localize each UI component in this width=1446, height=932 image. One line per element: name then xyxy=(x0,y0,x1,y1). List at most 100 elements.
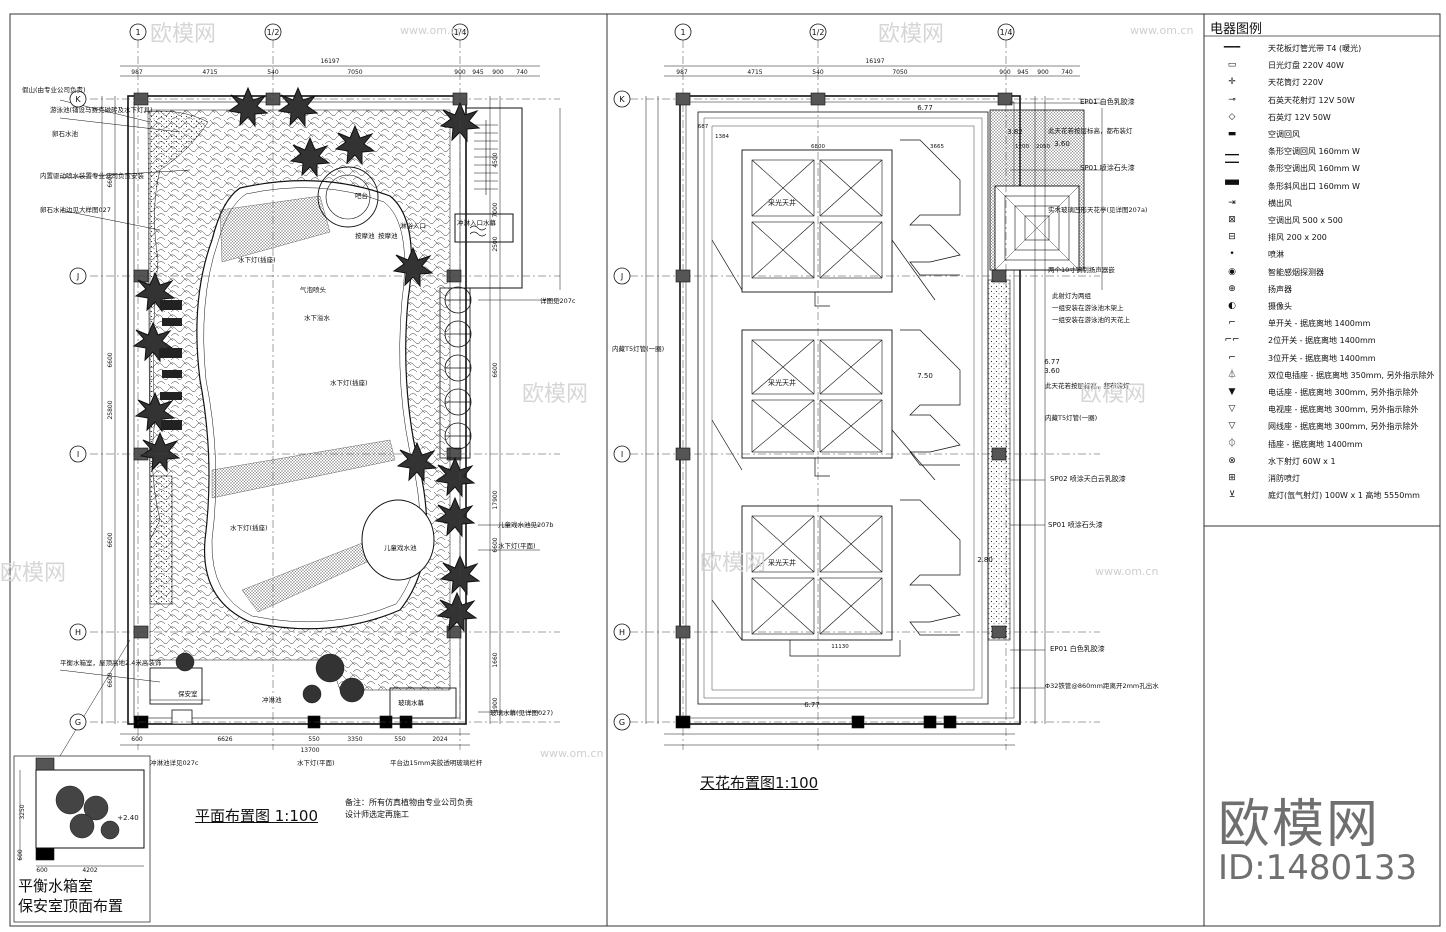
legend-symbol-icon: ⊗ xyxy=(1228,455,1236,466)
legend-item-label: 天花筒灯 220V xyxy=(1268,78,1324,88)
legend-item: ⊕扬声器 xyxy=(1208,283,1442,297)
legend-item-label: 摄像头 xyxy=(1268,302,1292,311)
legend-symbol-icon: ━━━ xyxy=(1223,43,1241,53)
legend-symbol-icon: ◇ xyxy=(1228,111,1236,122)
plan-dim-top-5: 945 xyxy=(472,69,484,76)
ceiling-axis-top-1: 1/2 xyxy=(812,28,825,37)
legend-item: ⌐⌐2位开关 - 据底离地 1400mm xyxy=(1208,334,1442,348)
legend-item: ⌐3位开关 - 据底离地 1400mm xyxy=(1208,352,1442,366)
plan-dim-left-1: 6600 xyxy=(107,352,114,367)
ceiling-note-9: Φ32铁管@860mm距离开2mm孔出水 xyxy=(1045,681,1159,690)
ceiling-dim-top-0: 987 xyxy=(676,69,688,76)
legend-symbol-icon: ⏃ xyxy=(1227,369,1237,380)
ceiling-level-5: 3.60 xyxy=(1044,367,1060,375)
watermark-id: ID:1480133 xyxy=(1218,848,1418,888)
plan-label-12: 水下溢水 xyxy=(304,313,331,322)
legend-symbol-icon: • xyxy=(1229,249,1235,260)
legend-item-label: 庭灯(氙气射灯) 100W x 1 高地 5550mm xyxy=(1268,491,1420,501)
ceiling-axis-left-1: J xyxy=(620,272,623,281)
legend-item-label: 石英天花射灯 12V 50W xyxy=(1268,95,1355,105)
plan-label-0: 假山(由专业公司负责) xyxy=(22,85,86,94)
plan-dim-bottom-1: 6626 xyxy=(217,736,232,743)
watermark-faint-5: 欧模网 xyxy=(1080,382,1147,407)
plan-label-5: 吧台 xyxy=(355,191,368,200)
ceiling-axis-bubbles xyxy=(613,23,1015,731)
legend-item: ⌐单开关 - 据底离地 1400mm xyxy=(1208,317,1442,331)
plan-dim-top-3: 7050 xyxy=(347,69,362,76)
plan-axis-top-2: 1/4 xyxy=(454,28,467,37)
watermark-faint-3: 欧模网 xyxy=(522,382,589,407)
plan-label-10: 水下灯(插座) xyxy=(238,255,276,264)
plan-note-line-1: 备注：所有仿真植物由专业公司负责 xyxy=(345,798,473,807)
legend-symbol-icon: ⇥ xyxy=(1228,197,1236,208)
plan-label-19: 平衡水箱室，屋顶高地2.4米高装饰 xyxy=(60,658,162,667)
plan-label-18: 儿童戏水池 xyxy=(384,543,417,552)
watermark-faint-6: 欧模网 xyxy=(0,561,67,586)
legend-symbol-icon: ▼ xyxy=(1228,387,1236,397)
legend-item-label: 喷淋 xyxy=(1268,250,1284,260)
plan-label-23: 玻璃水幕(见详图027) xyxy=(490,708,553,717)
ceiling-axis-left-4: G xyxy=(619,718,625,727)
plan-dim-bottom-5: 2024 xyxy=(432,736,447,743)
legend-item-label: 电话座 - 据底离地 300mm, 另外指示除外 xyxy=(1268,388,1419,397)
legend-item: • 喷淋 xyxy=(1208,248,1442,262)
plan-dim-right-5: 6600 xyxy=(492,537,499,552)
plan-dim-left-4: 6600 xyxy=(107,672,114,687)
legend-item: ✛ 天花筒灯 220V xyxy=(1208,76,1442,90)
plan-dim-right-0: 4500 xyxy=(492,152,499,167)
ceiling-level-6: 2.80 xyxy=(977,556,993,564)
plan-label-22: 玻璃水幕 xyxy=(398,698,425,707)
ceiling-inner-dim-1: 1384 xyxy=(715,134,729,140)
ceiling-level-7: 6.77 xyxy=(804,701,820,709)
legend-item: ⏃双位电插座 - 据底离地 350mm, 另外指示除外 xyxy=(1208,369,1442,383)
plan-dim-top-4: 900 xyxy=(454,69,466,76)
plan-dim-right-4: 17900 xyxy=(492,490,499,509)
plan-dim-bottom-2: 550 xyxy=(308,736,320,743)
plan-label-6: 淋浴入口 xyxy=(400,221,426,230)
ceiling-dim-top-1: 4715 xyxy=(747,69,762,76)
inset-frame xyxy=(13,755,151,923)
legend-item-label: 日光灯盘 220V 40W xyxy=(1268,61,1344,71)
ceiling-material-2: SP02 喷涂天白云乳胶漆 xyxy=(1050,474,1126,483)
plan-label-2: 卵石水池 xyxy=(52,129,79,138)
legend-item-label: 横出风 xyxy=(1268,198,1292,208)
legend-symbol-icon: ◉ xyxy=(1228,266,1236,277)
plan-label-8: 冲淋入口水幕 xyxy=(457,218,497,227)
plan-axis-left-3: H xyxy=(75,628,81,637)
ceiling-title: 天花布置图1:100 xyxy=(700,774,819,792)
legend-symbol-icon: ▁▁ xyxy=(1225,146,1239,157)
plan-label-1: 游泳池(铺设马赛克磁砖及水下灯具) xyxy=(50,105,153,114)
ceiling-inner-dim-2: 6800 xyxy=(811,144,825,150)
legend-item: ▭日光灯盘 220V 40W xyxy=(1208,59,1442,73)
inset-dim-0: 3250 xyxy=(19,804,26,819)
plan-axis-bubbles xyxy=(69,23,469,731)
legend-item: ⊻庭灯(氙气射灯) 100W x 1 高地 5550mm xyxy=(1208,489,1442,503)
legend-item: ⇥ 横出风 xyxy=(1208,197,1442,211)
plan-dim-top-0: 987 xyxy=(131,69,143,76)
ceiling-material-3: SP01 喷涂石头漆 xyxy=(1048,520,1103,529)
legend-item-label: 智能感烟探测器 xyxy=(1268,267,1324,277)
ceiling-dim-top-4: 900 xyxy=(999,69,1011,76)
plan-dim-bottom-0: 600 xyxy=(131,736,143,743)
plan-label-4: 卵石水池边见大样图027 xyxy=(40,205,111,214)
ceiling-level-0: 6.77 xyxy=(917,104,933,112)
legend-symbol-icon: ✛ xyxy=(1228,77,1236,88)
plan-dim-top-2: 540 xyxy=(267,69,279,76)
plan-label-14: 详图见207c xyxy=(540,296,576,305)
plan-dim-right-1: 7000 xyxy=(492,202,499,217)
legend-item-label: 条形空调出风 160mm W xyxy=(1268,164,1360,174)
ceiling-dim-top-7: 740 xyxy=(1061,69,1073,76)
skylight-label-0: 采光天井 xyxy=(768,198,796,207)
ceiling-material-1: SP01 喷涂石头漆 xyxy=(1080,163,1135,172)
legend-item: ⊠空调出风 500 x 500 xyxy=(1208,214,1442,228)
plan-label-9: 按摩池 xyxy=(355,231,375,240)
ceiling-plan xyxy=(630,40,1105,750)
ceiling-note-2: 两个10寸钢制扬声器嵌 xyxy=(1048,265,1115,274)
ceiling-dim-top-6: 900 xyxy=(1037,69,1049,76)
legend-item: ⏀插座 - 据底离地 1400mm xyxy=(1208,438,1442,452)
ceiling-inner-dim-0: 687 xyxy=(698,124,709,130)
ceiling-note-4: 一组安装在游泳池木架上 xyxy=(1052,303,1124,312)
ceiling-axis-left-0: K xyxy=(619,95,625,104)
